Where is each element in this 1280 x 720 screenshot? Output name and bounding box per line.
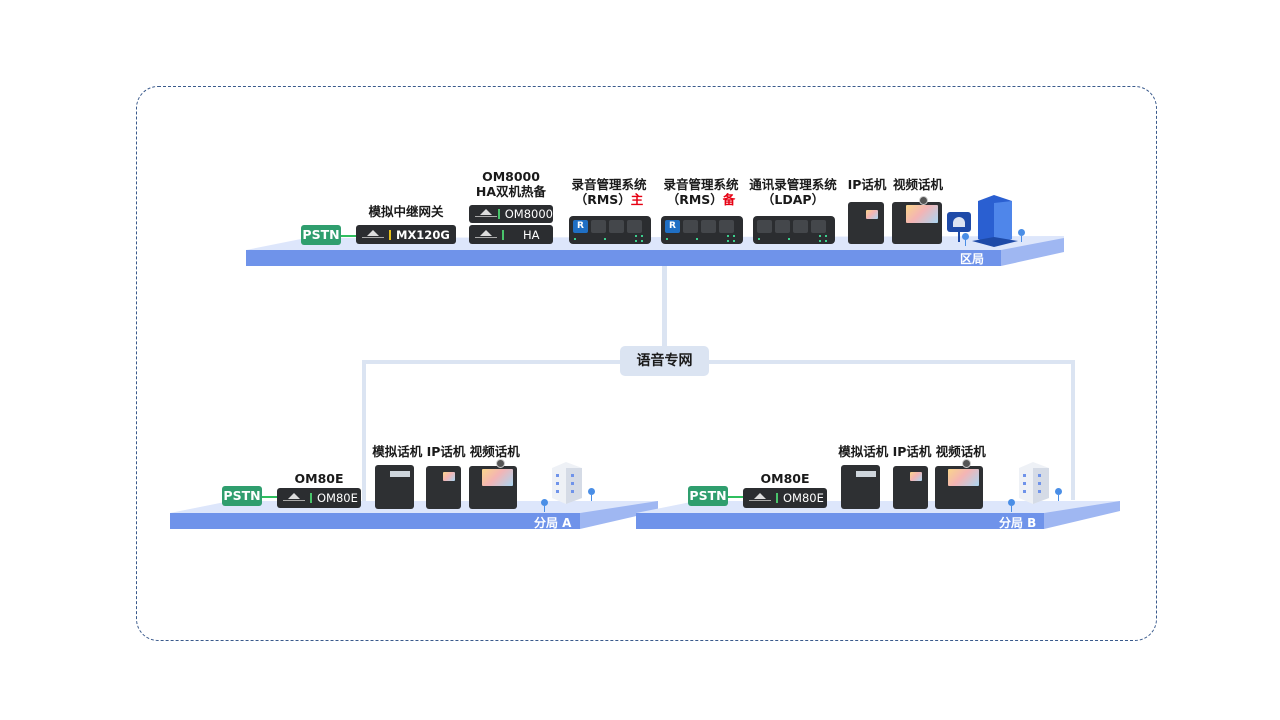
rms-backup-title-line2: （RMS）备 — [655, 192, 747, 207]
branch-a-video-phone-icon — [469, 459, 517, 509]
rms-backup-tag: 备 — [722, 192, 736, 207]
hq-ha-unit-1-label: OM8000 — [504, 207, 553, 221]
branch-b-om80e-device[interactable]: OM80E — [743, 488, 827, 508]
office-tower-icon — [972, 195, 1018, 247]
status-bar-icon — [310, 493, 312, 503]
brand-logo-icon — [475, 229, 497, 240]
rms-primary-tag: 主 — [630, 192, 644, 207]
hq-platform-front — [246, 250, 1001, 266]
location-pin-icon — [588, 488, 595, 501]
link-network-horizontal — [362, 360, 1075, 364]
branch-b-building-icon — [1019, 462, 1049, 504]
hq-video-phone-label: 视频话机 — [892, 177, 943, 192]
ldap-title-line1: 通讯录管理系统 — [749, 177, 837, 192]
hq-ha-title-line1: OM8000 — [482, 169, 540, 184]
branch-b-analog-phone-icon — [841, 465, 880, 509]
branch-a-analog-phone-icon — [375, 465, 414, 509]
branch-b-pstn-link — [728, 496, 744, 498]
location-pin-icon — [541, 499, 548, 512]
branch-b-ip-phone-icon — [893, 466, 928, 509]
status-bar-icon — [498, 209, 500, 219]
hq-ha-unit-2[interactable]: HA — [469, 225, 553, 244]
link-network-to-branch-a — [362, 360, 366, 506]
link-network-to-branch-b — [1071, 360, 1075, 500]
branch-b-video-phone-icon — [935, 459, 983, 509]
branch-b-device-model: OM80E — [783, 491, 824, 505]
branch-b-device-title: OM80E — [760, 471, 810, 486]
rms-logo-icon: R — [665, 220, 680, 233]
hq-ha-unit-2-label: HA — [523, 227, 540, 242]
hq-ha-title-line2: HA双机热备 — [475, 184, 547, 199]
status-bar-icon — [389, 229, 391, 240]
government-building-icon — [947, 212, 971, 232]
brand-logo-icon — [283, 493, 305, 503]
status-bar-icon — [776, 493, 778, 503]
ldap-title-line2: （LDAP） — [761, 192, 825, 207]
hq-ip-phone-icon — [848, 202, 884, 244]
branch-b-phones-label: 模拟话机 IP话机 视频话机 — [838, 444, 986, 459]
brand-logo-icon — [749, 493, 771, 503]
rms-primary-device[interactable]: R — [569, 216, 651, 244]
location-pin-icon — [962, 233, 969, 246]
status-bar-icon — [502, 229, 504, 240]
branch-a-pstn-link — [262, 496, 278, 498]
branch-a-platform-label: 分局 A — [534, 516, 572, 530]
hq-gateway-device[interactable]: MX120G — [356, 225, 456, 244]
branch-a-om80e-device[interactable]: OM80E — [277, 488, 361, 508]
branch-a-device-model: OM80E — [317, 491, 358, 505]
link-hq-to-network — [662, 264, 667, 348]
diagram-frame — [136, 86, 1157, 641]
rms-logo-icon: R — [573, 220, 588, 233]
hq-pstn-badge: PSTN — [301, 225, 341, 245]
branch-a-phones-label: 模拟话机 IP话机 视频话机 — [372, 444, 520, 459]
government-building-pole — [958, 232, 960, 242]
brand-logo-icon — [475, 209, 498, 219]
rms-backup-title-line1: 录音管理系统 — [663, 177, 739, 192]
branch-a-device-title: OM80E — [294, 471, 344, 486]
branch-b-platform-label: 分局 B — [999, 516, 1037, 530]
location-pin-icon — [1008, 499, 1015, 512]
branch-b-platform-side — [1044, 501, 1120, 529]
hq-platform-side — [1001, 238, 1064, 266]
voice-network-hub: 语音专网 — [620, 346, 709, 376]
rms-backup-abbr: （RMS） — [666, 192, 723, 207]
branch-a-building-icon — [552, 462, 582, 504]
rms-primary-title-line2: （RMS）主 — [563, 192, 655, 207]
rms-primary-abbr: （RMS） — [574, 192, 631, 207]
branch-b-platform-front — [636, 513, 1044, 529]
hq-ha-unit-1[interactable]: OM8000 — [469, 205, 553, 223]
rms-primary-title-line1: 录音管理系统 — [571, 177, 647, 192]
ldap-device[interactable] — [753, 216, 835, 244]
hq-ip-phone-label: IP话机 — [847, 177, 887, 192]
hq-gateway-model: MX120G — [396, 227, 450, 242]
branch-a-pstn-badge: PSTN — [222, 486, 262, 506]
location-pin-icon — [1018, 229, 1025, 242]
branch-a-ip-phone-icon — [426, 466, 461, 509]
branch-b-pstn-badge: PSTN — [688, 486, 728, 506]
hq-platform-label: 区局 — [960, 252, 985, 266]
branch-a-platform-side — [580, 501, 658, 529]
hq-pstn-link — [341, 235, 357, 237]
hq-video-phone-icon — [892, 196, 942, 244]
location-pin-icon — [1055, 488, 1062, 501]
branch-a-platform-front — [170, 513, 580, 529]
branch-a-platform — [170, 501, 658, 529]
brand-logo-icon — [362, 229, 384, 240]
hq-gateway-title: 模拟中继网关 — [368, 204, 444, 219]
rms-backup-device[interactable]: R — [661, 216, 743, 244]
